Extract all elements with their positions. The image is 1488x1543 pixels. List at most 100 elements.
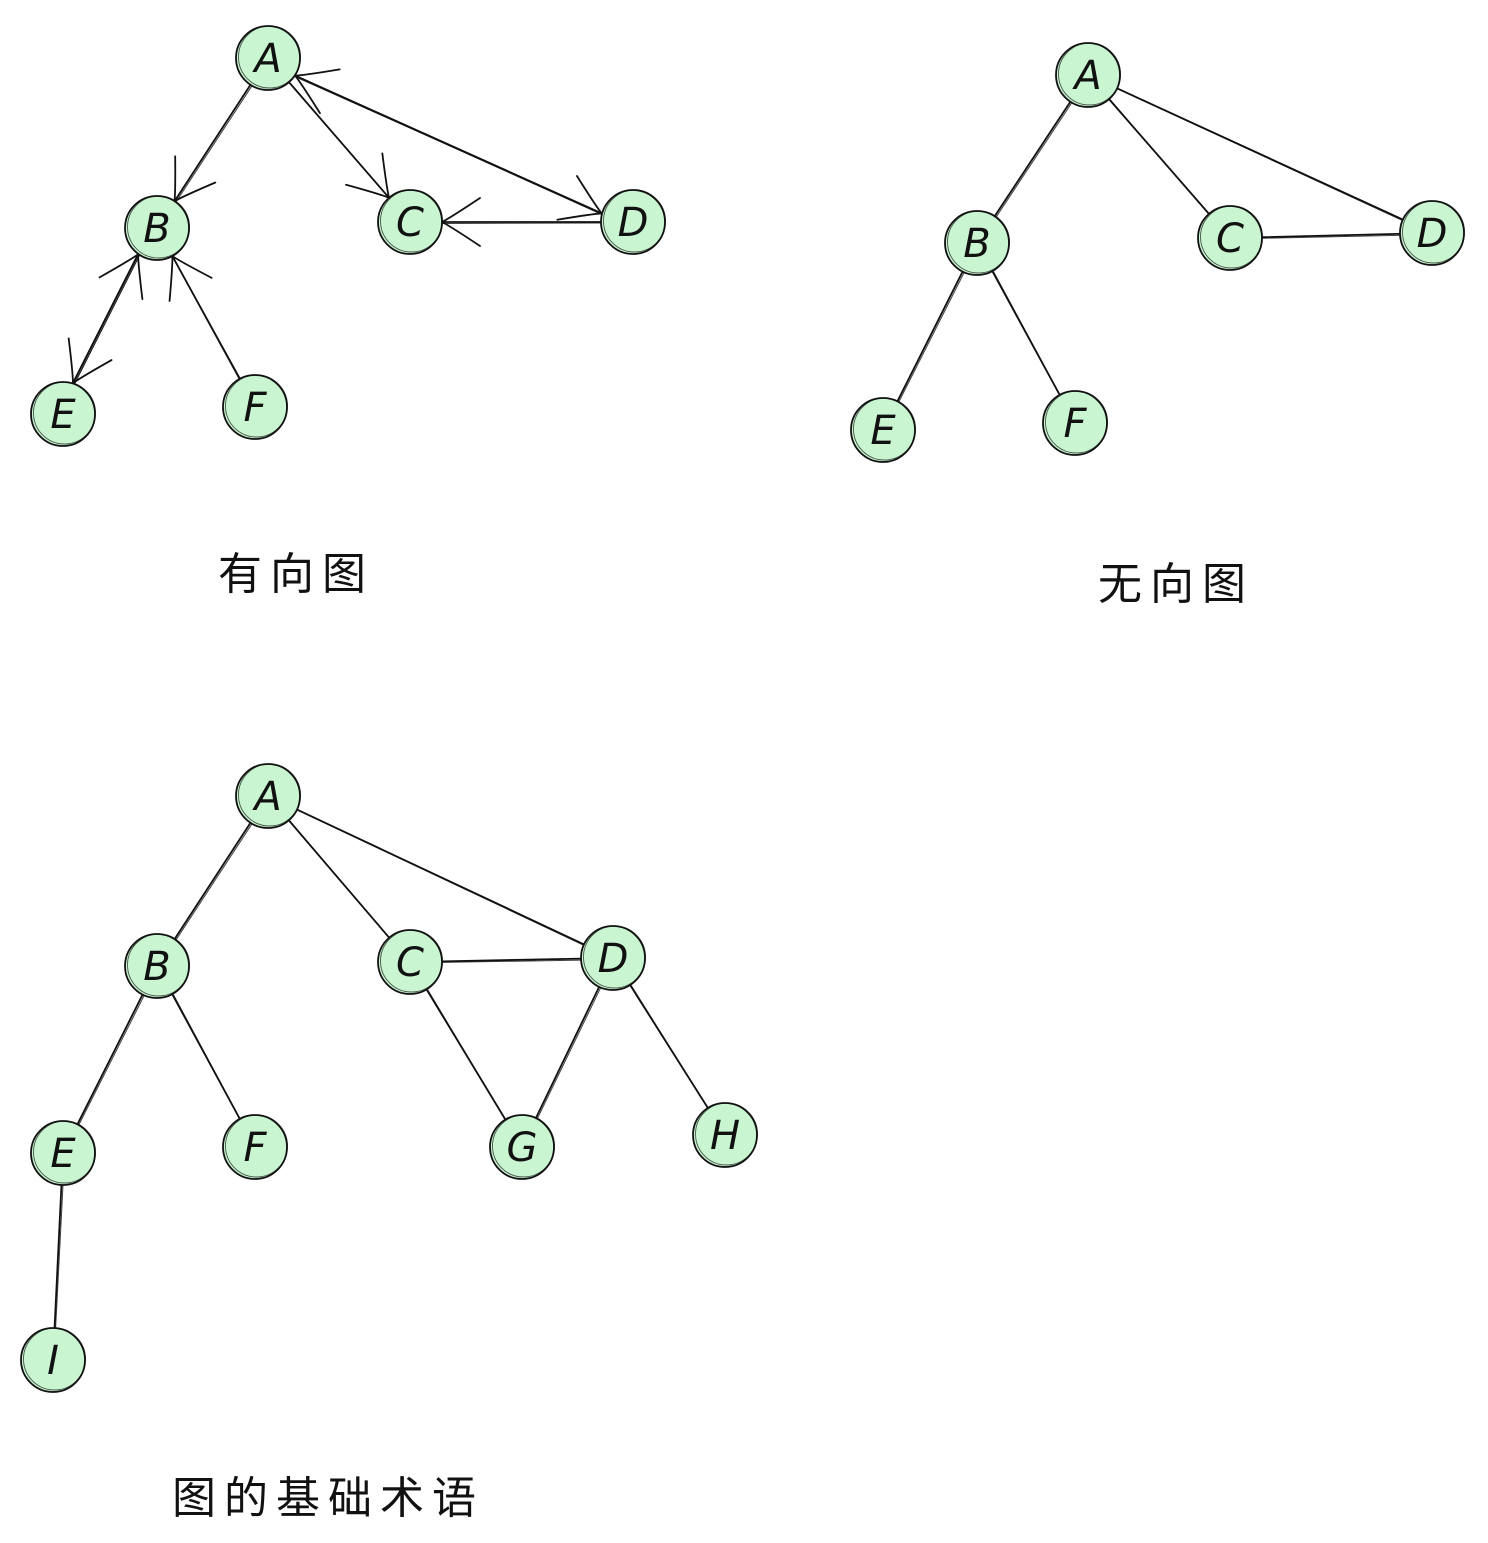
edge-directed-a-b — [173, 83, 252, 203]
edge-terms-e-i-sketch — [55, 1185, 64, 1331]
node-label: A — [251, 774, 281, 820]
node-circle-sketch — [33, 1120, 96, 1184]
node-circle-sketch — [23, 1327, 86, 1391]
graph-terms-caption: 图的基础术语 — [172, 1473, 484, 1524]
node-label: E — [50, 392, 76, 438]
edge-terms-c-d-sketch — [442, 959, 583, 963]
node-label: B — [143, 944, 170, 990]
node-circle-sketch — [127, 933, 190, 997]
edge-directed-d-a-sketch — [295, 76, 604, 215]
node-label: A — [1071, 53, 1101, 99]
node-undirected-a: A — [1055, 42, 1121, 108]
edge-directed-b-e-arrowhead — [67, 337, 113, 385]
node-label: C — [396, 940, 424, 986]
node-circle-sketch — [947, 210, 1010, 274]
edge-undirected-b-f-sketch — [993, 271, 1062, 397]
edge-directed-d-a-arrowhead — [294, 68, 341, 115]
edge-directed-f-b-sketch — [172, 257, 242, 381]
undirected-graph: A B C D E F — [850, 42, 1465, 463]
node-circle-sketch — [695, 1102, 758, 1166]
directed-graph: A B C D E F — [30, 25, 666, 447]
node-circle-sketch — [225, 1114, 288, 1178]
edge-directed-a-c-sketch — [289, 82, 391, 200]
node-directed-e: E — [30, 381, 96, 447]
directed-graph-caption: 有向图 — [218, 549, 374, 600]
node-undirected-e: E — [850, 397, 916, 463]
edge-directed-a-b-arrowhead — [173, 155, 217, 203]
node-terms-g: G — [489, 1114, 555, 1180]
node-label: C — [396, 200, 424, 246]
node-directed-b: B — [124, 195, 190, 261]
edge-terms-a-b — [173, 821, 252, 941]
edge-undirected-a-b-sketch — [995, 102, 1073, 219]
edge-undirected-c-d — [1261, 232, 1401, 239]
node-circle-sketch — [1045, 390, 1108, 454]
node-label: F — [243, 385, 267, 431]
edge-terms-d-h-sketch — [631, 985, 710, 1110]
node-label: A — [251, 36, 281, 82]
edge-terms-b-e-sketch — [77, 995, 145, 1127]
node-label: D — [1417, 211, 1448, 257]
node-circle-sketch — [853, 397, 916, 461]
node-circle-sketch — [238, 763, 301, 827]
node-terms-d: D — [580, 925, 646, 991]
node-terms-a: A — [235, 763, 301, 829]
node-label: D — [598, 936, 629, 982]
node-terms-f: F — [222, 1114, 288, 1180]
node-undirected-b: B — [944, 210, 1010, 276]
node-terms-b: B — [124, 933, 190, 999]
edge-undirected-c-d-sketch — [1262, 234, 1402, 239]
node-circle-sketch — [1058, 42, 1121, 106]
edge-undirected-a-c-sketch — [1110, 99, 1211, 216]
node-circle-sketch — [238, 25, 301, 89]
edge-terms-e-i — [53, 1184, 63, 1329]
edge-terms-c-g-sketch — [427, 989, 507, 1122]
node-terms-e: E — [30, 1120, 96, 1186]
node-undirected-f: F — [1042, 390, 1108, 456]
node-undirected-d: D — [1399, 200, 1465, 266]
edge-directed-a-b-sketch — [174, 85, 253, 204]
node-directed-f: F — [222, 374, 288, 440]
edge-terms-a-d-sketch — [297, 810, 586, 947]
edge-terms-d-g — [534, 985, 601, 1120]
node-circle-sketch — [1200, 205, 1263, 269]
node-label: E — [870, 408, 896, 454]
node-circle-sketch — [380, 929, 443, 993]
node-directed-c: C — [377, 189, 443, 255]
node-label: I — [47, 1338, 59, 1384]
edge-directed-d-c-arrowhead — [441, 197, 481, 247]
edge-directed-e-b-arrowhead — [98, 253, 144, 300]
edge-terms-a-c-sketch — [289, 820, 391, 940]
node-label: G — [507, 1125, 538, 1171]
node-terms-i: I — [20, 1327, 86, 1393]
node-directed-d: D — [600, 189, 666, 255]
node-circle-sketch — [1402, 200, 1465, 264]
node-circle-sketch — [33, 381, 96, 445]
node-label: B — [963, 221, 990, 267]
edge-directed-e-b — [72, 253, 140, 385]
edge-terms-b-e — [76, 993, 144, 1126]
node-circle-sketch — [127, 195, 190, 259]
edge-directed-d-c-sketch — [442, 222, 603, 224]
node-directed-a: A — [235, 25, 301, 91]
edge-undirected-b-e-sketch — [897, 272, 965, 404]
node-label: D — [618, 200, 649, 246]
node-label: B — [143, 206, 170, 252]
graph-terms-diagram: A B C D E F G H I — [20, 763, 758, 1393]
edge-terms-a-b-sketch — [174, 823, 253, 942]
undirected-graph-caption: 无向图 — [1098, 559, 1254, 610]
edge-undirected-a-b — [993, 100, 1072, 218]
node-circle-sketch — [492, 1114, 555, 1178]
node-label: H — [710, 1113, 740, 1159]
edge-terms-d-g-sketch — [536, 987, 602, 1121]
node-undirected-c: C — [1197, 205, 1263, 271]
node-circle-sketch — [225, 374, 288, 438]
node-label: C — [1216, 216, 1244, 262]
node-terms-h: H — [692, 1102, 758, 1168]
node-circle-sketch — [603, 189, 666, 253]
edge-undirected-a-d-sketch — [1118, 88, 1405, 222]
edge-directed-a-c-arrowhead — [345, 152, 390, 199]
node-label: F — [243, 1125, 267, 1171]
node-label: E — [50, 1131, 76, 1177]
